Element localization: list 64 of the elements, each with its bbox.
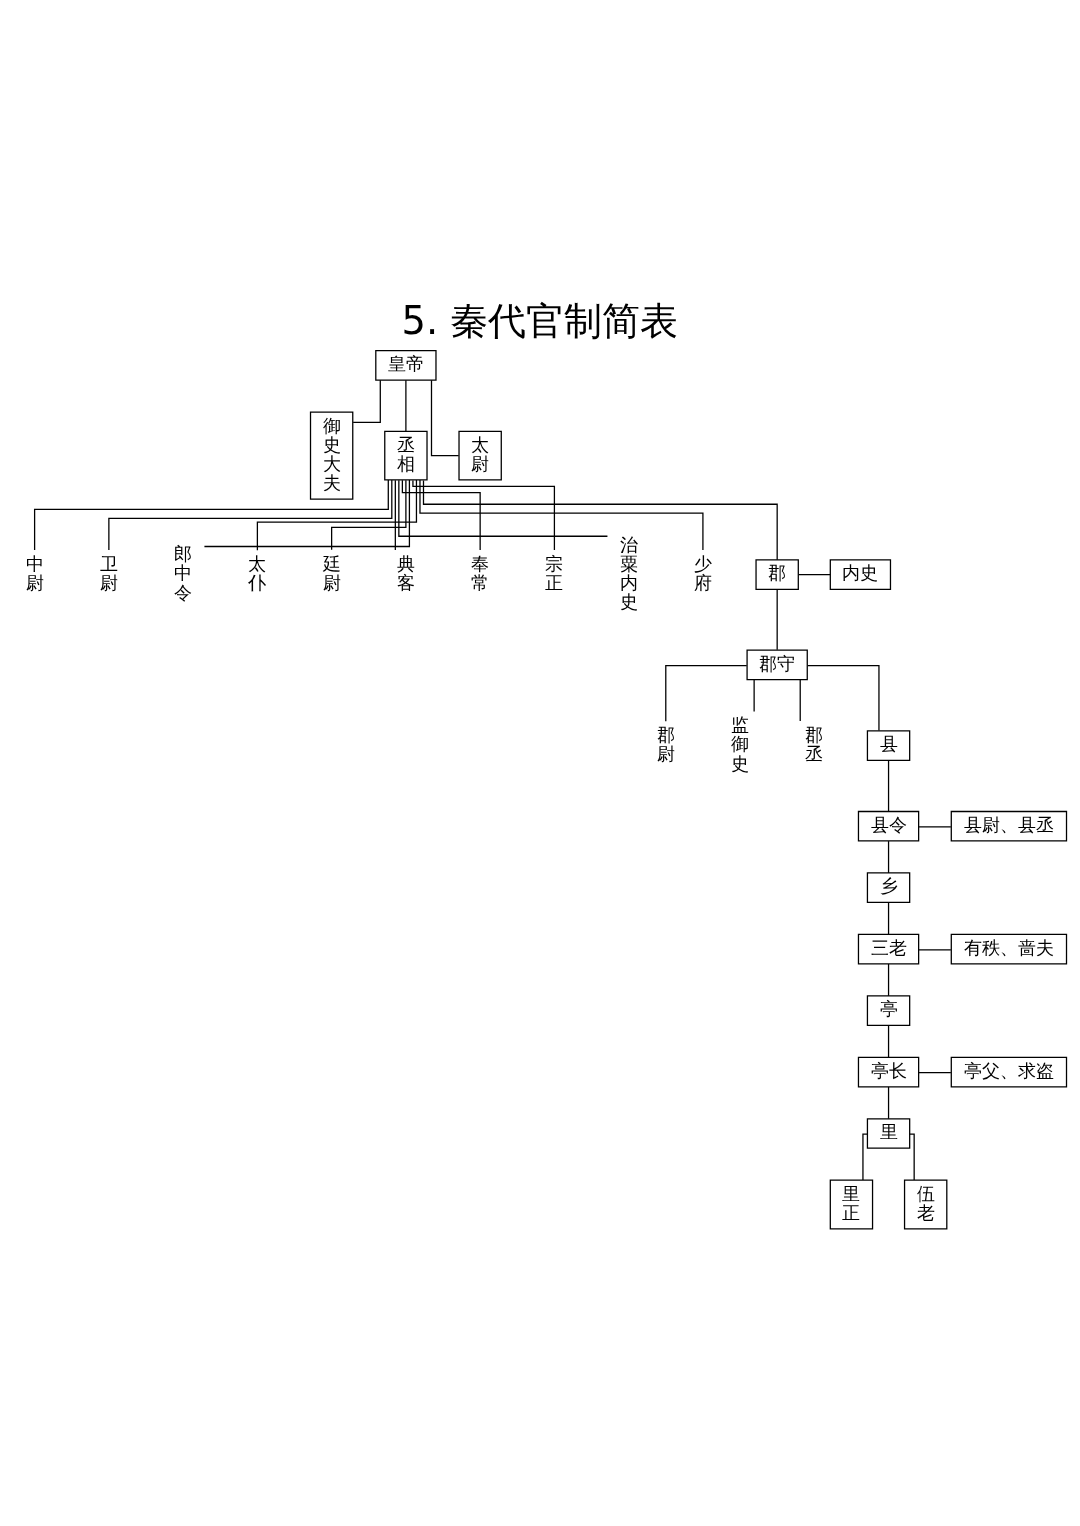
node-box: 亭父、求盗	[950, 1056, 1068, 1087]
connector	[430, 379, 460, 456]
connector	[352, 379, 381, 423]
connector	[807, 664, 880, 731]
node-box: 县尉、县丞	[950, 810, 1068, 842]
connector	[918, 1071, 952, 1073]
node-text: 监御史	[731, 713, 750, 774]
connector	[394, 479, 396, 551]
node-box: 三老	[857, 933, 920, 964]
connector	[918, 948, 952, 950]
node-box: 郡守	[746, 649, 808, 680]
node-box: 内史	[829, 558, 892, 590]
connector	[799, 678, 801, 722]
node-box: 县令	[857, 810, 920, 842]
node-box: 皇帝	[375, 349, 437, 381]
node-box: 丞相	[384, 430, 428, 481]
node-box: 有秩、啬夫	[950, 933, 1068, 964]
node-box: 里	[866, 1117, 911, 1149]
connector	[405, 379, 407, 432]
node-box: 郡	[755, 558, 799, 590]
node-box: 县	[866, 729, 911, 761]
node-box: 御史大夫	[309, 410, 354, 500]
node-box: 亭	[866, 994, 911, 1026]
connector	[887, 759, 890, 812]
node-text: 卫尉	[99, 552, 118, 593]
connector	[419, 478, 704, 551]
node-text: 郎中令	[174, 542, 193, 603]
node-text: 廷尉	[322, 552, 341, 593]
connector	[862, 1133, 869, 1181]
node-text: 中尉	[25, 552, 44, 593]
connector	[665, 664, 748, 722]
diagram-title: 5. 秦代官制简表	[401, 297, 679, 343]
node-box: 亭长	[857, 1056, 920, 1087]
node-text: 治粟内史	[619, 533, 638, 612]
connector	[412, 479, 556, 551]
node-text: 宗正	[545, 552, 564, 593]
connector	[887, 1024, 890, 1058]
connector	[887, 1085, 890, 1119]
connector	[797, 573, 831, 575]
connector	[918, 825, 952, 827]
node-box: 里正	[829, 1179, 874, 1230]
connector	[753, 678, 755, 712]
connector	[401, 479, 481, 551]
connector	[33, 478, 389, 551]
connector	[398, 479, 609, 537]
connector	[108, 478, 393, 551]
connector	[887, 839, 890, 874]
node-text: 少府	[693, 552, 712, 593]
connector	[887, 962, 890, 996]
connector	[256, 478, 418, 551]
connector	[887, 901, 890, 935]
node-box: 乡	[866, 871, 911, 903]
node-text: 奉常	[471, 552, 490, 593]
node-box: 太尉	[458, 430, 502, 481]
node-text: 郡丞	[805, 723, 824, 764]
node-text: 郡尉	[656, 723, 675, 764]
connector	[909, 1133, 915, 1181]
connector	[203, 478, 411, 547]
node-box: 伍老	[903, 1179, 948, 1230]
connector	[422, 479, 778, 560]
connector	[776, 588, 778, 650]
node-text: 太仆	[248, 552, 267, 593]
connector	[331, 479, 407, 550]
node-text: 典客	[396, 552, 415, 593]
